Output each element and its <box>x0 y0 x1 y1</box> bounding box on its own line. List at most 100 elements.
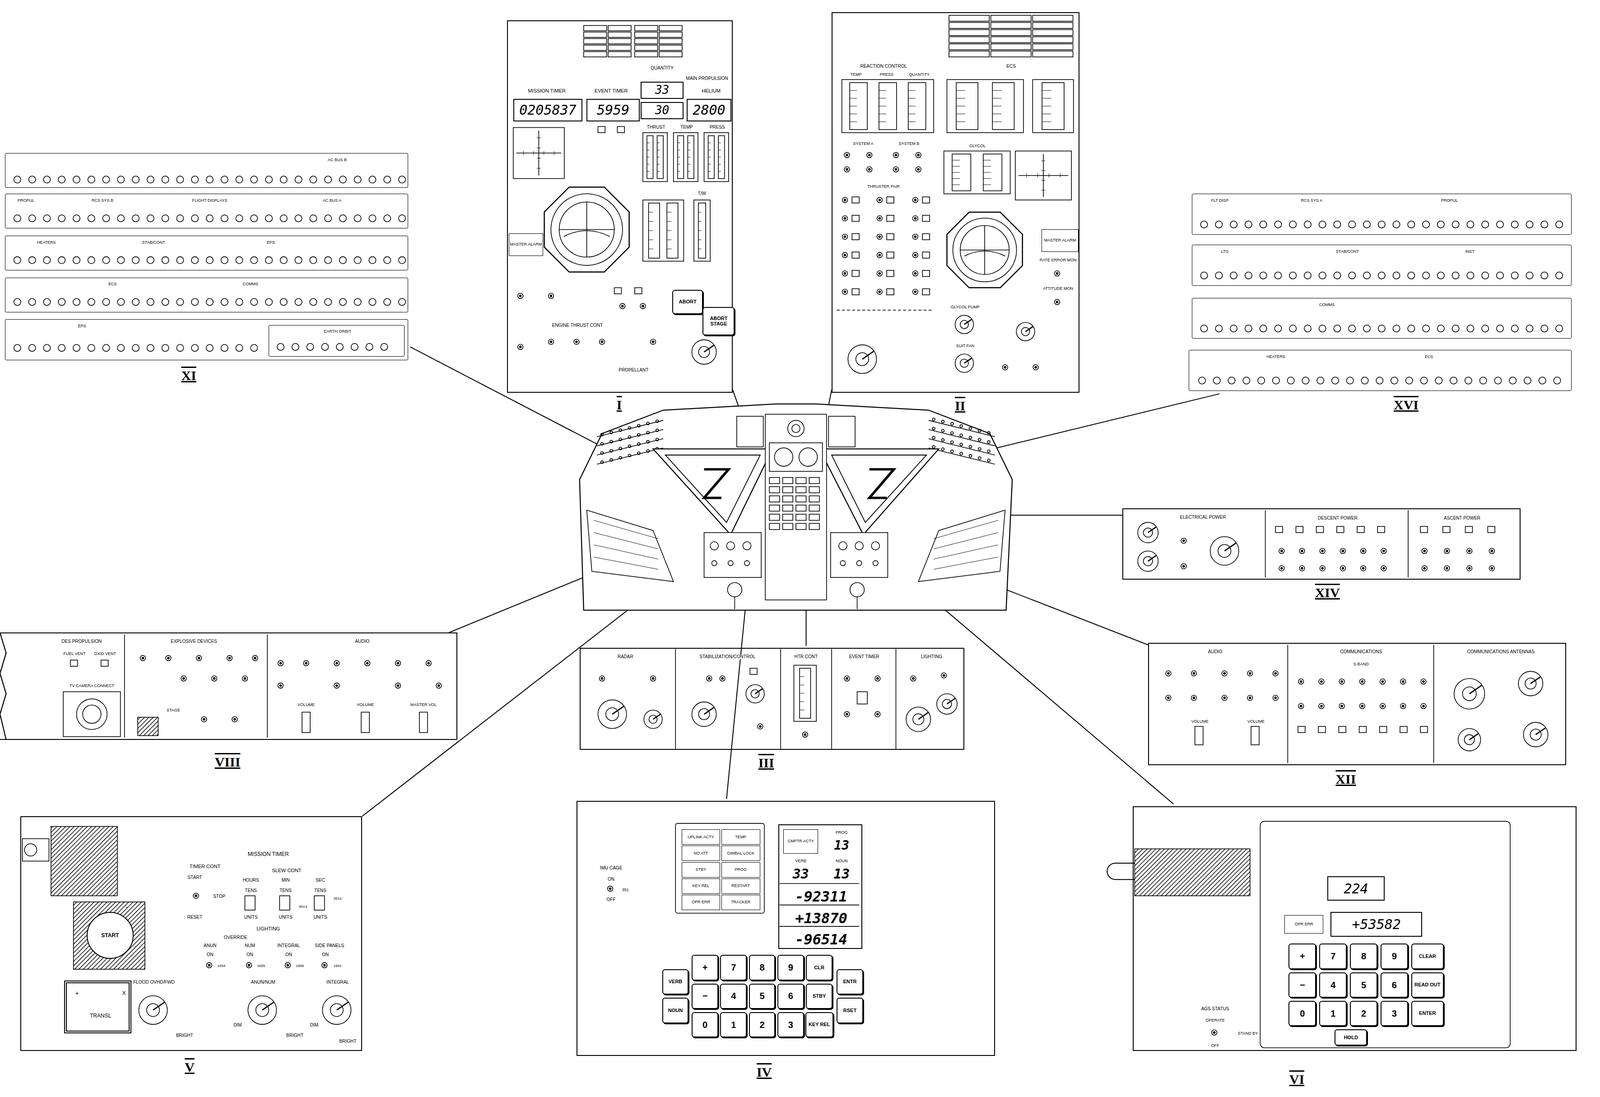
knob-pointer <box>1025 326 1033 332</box>
circuit-breaker <box>1407 272 1415 280</box>
gauge-window <box>946 79 1024 133</box>
gauge-tick <box>718 163 721 165</box>
annunciator-lamp <box>1032 51 1073 57</box>
panel-label: 9513 <box>298 905 308 909</box>
toggle-switch <box>915 152 921 159</box>
circuit-breaker-strip: COMMS <box>1191 297 1572 339</box>
toggle-switch <box>878 290 881 293</box>
toggle-switch <box>874 711 881 717</box>
indicator-lamp: TRACKER <box>721 894 761 911</box>
toggle-switch <box>196 655 202 661</box>
gauge-tick <box>718 171 721 172</box>
circuit-breaker <box>294 176 302 183</box>
circuit-breaker <box>1378 325 1386 332</box>
circuit-breaker <box>1390 376 1398 384</box>
toggle-switch <box>1272 695 1279 701</box>
circuit-breaker <box>398 298 406 306</box>
panel-label: ATTITUDE MON <box>1042 286 1074 291</box>
toggle-switch <box>599 675 605 682</box>
circuit-breaker <box>292 343 299 351</box>
gauge-tape <box>1041 82 1065 130</box>
toggle-switch <box>1489 548 1495 554</box>
keypad-key: 2 <box>1349 1000 1378 1027</box>
toggle-switch <box>1359 703 1365 709</box>
panel-label: DIM <box>232 1023 242 1028</box>
toggle-switch <box>1165 695 1172 701</box>
panel-label: TEMP <box>679 125 694 130</box>
toggle-switch <box>708 677 711 680</box>
annunciator-lamp <box>583 25 607 32</box>
gauge-tick <box>952 166 960 167</box>
panel-number: XIV <box>1313 585 1342 601</box>
gauge-tick <box>708 163 712 165</box>
knob-pointer <box>153 1002 165 1010</box>
thumbwheel <box>857 691 868 704</box>
console-knob <box>871 541 880 550</box>
indicator-lamp: OPR ERR <box>681 894 721 911</box>
toggle-switch <box>640 303 646 309</box>
toggle-switch <box>1466 548 1473 554</box>
key-label: 0 <box>702 1020 708 1030</box>
panel-label: X <box>121 990 127 996</box>
circuit-breaker <box>1304 221 1312 228</box>
toggle-switch <box>1054 270 1061 277</box>
toggle-switch <box>1360 548 1367 554</box>
key-label: ABORT STAGE <box>703 316 734 327</box>
toggle-switch <box>866 166 873 173</box>
circuit-breaker <box>280 298 288 306</box>
toggle-switch <box>912 252 919 258</box>
circuit-breaker <box>250 344 258 352</box>
circuit-breaker <box>609 449 613 453</box>
circuit-breaker <box>1274 325 1282 332</box>
panel-label: THRUST <box>646 125 666 130</box>
toggle-switch <box>893 152 899 159</box>
circuit-breaker <box>354 256 362 264</box>
side-panel <box>928 438 996 456</box>
circuit-breaker <box>1304 325 1312 332</box>
circuit-breaker <box>941 447 945 451</box>
key-label: 6 <box>1391 980 1397 991</box>
console-switch <box>769 495 780 503</box>
gauge-window <box>642 200 684 262</box>
circuit-breaker <box>1540 325 1548 332</box>
panel-label: DES PROPULSION <box>60 639 103 644</box>
circuit-breaker <box>13 256 21 264</box>
circuit-breaker <box>1242 376 1250 384</box>
gauge-window <box>704 132 729 182</box>
panel-label: UNITS <box>278 915 294 920</box>
button-label: TEMP <box>734 835 747 840</box>
circuit-breaker <box>368 214 376 222</box>
toggle-switch <box>1360 565 1367 572</box>
panel-label: SYSTEM A <box>852 141 874 146</box>
circuit-breaker <box>1333 325 1341 332</box>
toggle-switch <box>182 677 185 680</box>
toggle-switch <box>1280 549 1283 552</box>
console-switch <box>769 523 780 530</box>
digital-display: PROG13VERBNOUN3313-92311+13870-96514CMPT… <box>778 824 862 949</box>
toggle-switch <box>866 152 873 159</box>
key-label: ABORT <box>679 299 697 305</box>
circuit-breaker <box>600 451 604 455</box>
circuit-breaker <box>1272 376 1280 384</box>
gauge-tick <box>648 221 654 222</box>
window-frame <box>819 448 939 535</box>
toggle-switch <box>599 339 605 345</box>
knob-pointer <box>964 358 972 363</box>
hand-controller <box>850 582 865 597</box>
circuit-breaker <box>161 214 169 222</box>
circuit-breaker <box>1407 221 1415 228</box>
circuit-breaker <box>1494 376 1502 384</box>
annunciator-lamp <box>608 25 632 32</box>
panel-label: FLIGHT DISPLAYS <box>191 198 228 203</box>
display-digits: 0205837 <box>519 102 577 118</box>
panel-number: VIII <box>213 754 243 770</box>
toggle-switch <box>141 657 144 660</box>
key-label: 2 <box>759 1020 765 1030</box>
status-flag <box>922 233 930 241</box>
gauge-tick <box>983 184 991 186</box>
circuit-breaker <box>235 256 243 264</box>
toggle-switch <box>1420 703 1427 709</box>
panel-label: INTEGRAL <box>325 980 350 985</box>
circuit-breaker <box>309 176 317 183</box>
circuit-breaker <box>73 176 80 183</box>
